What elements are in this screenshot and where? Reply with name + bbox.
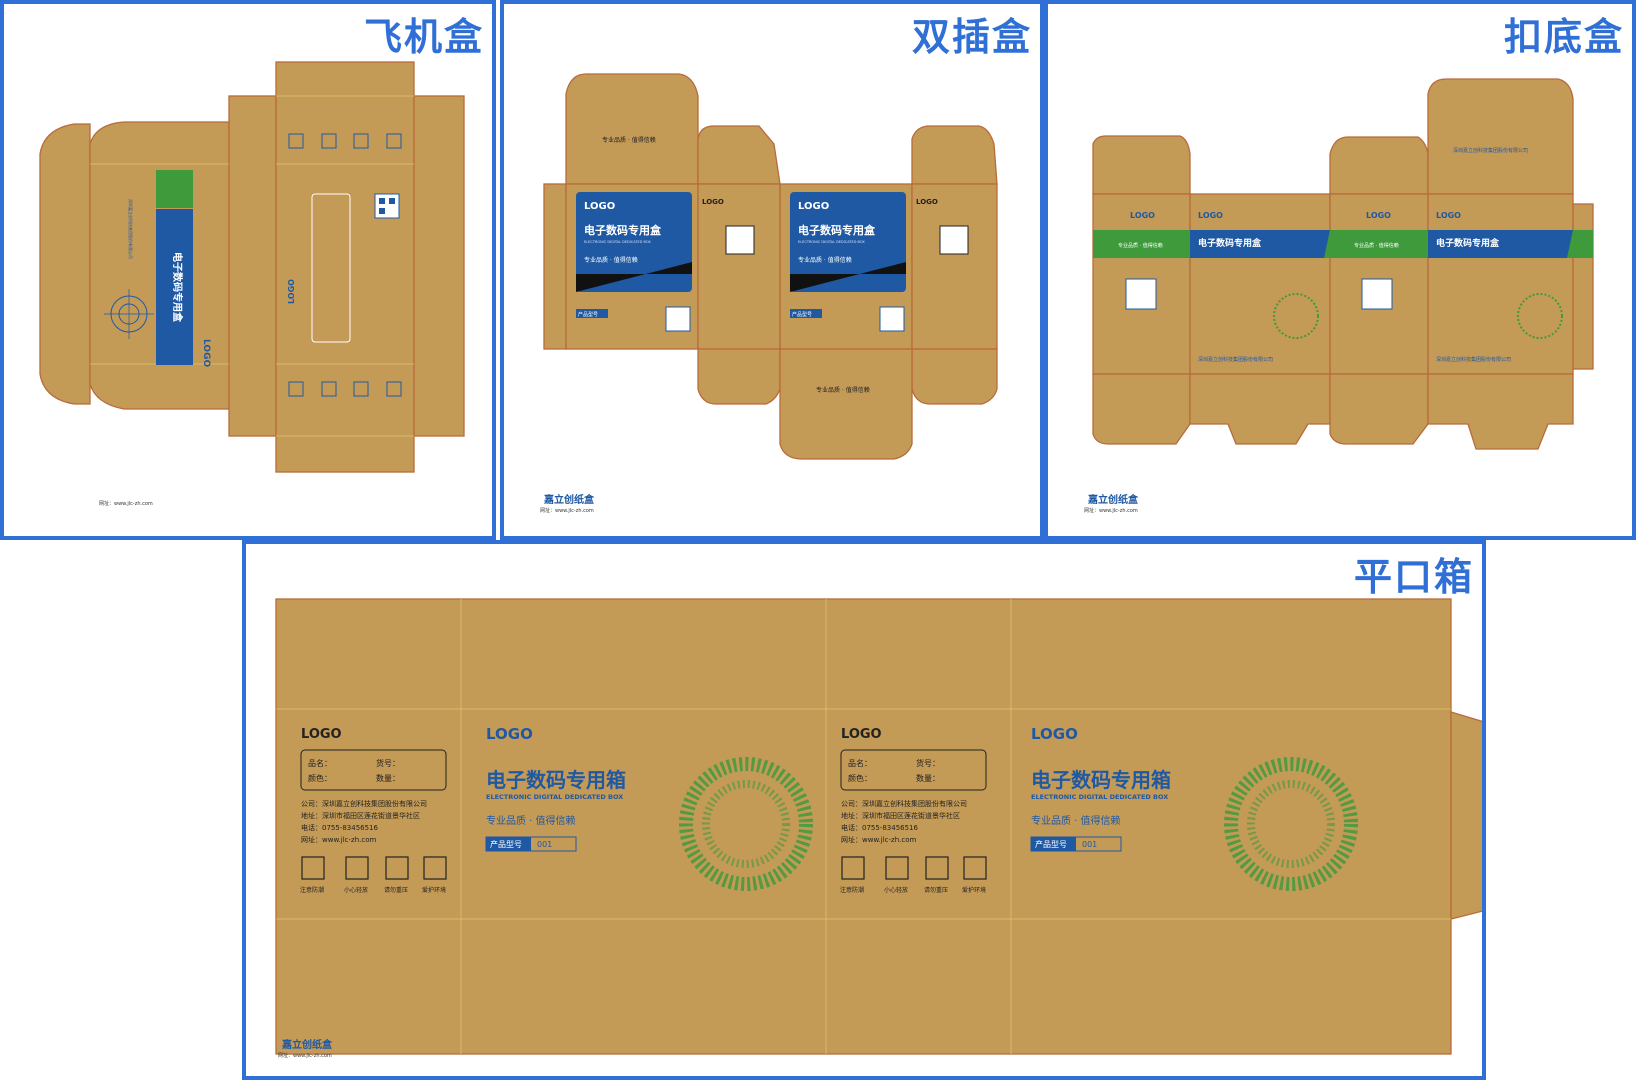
double-insert-box-dieline: LOGO 电子数码专用盒 ELECTRONIC DIGITAL DEDICATE… xyxy=(543,73,998,460)
fb-phone-2: 电话：0755-83456516 xyxy=(841,823,919,832)
fb-sub-1: ELECTRONIC DIGITAL DEDICATED BOX xyxy=(486,793,623,801)
lbb-title-1: 电子数码专用盒 xyxy=(1198,237,1262,249)
fb-field-color-1: 颜色： xyxy=(308,773,332,783)
fb-field-color-2: 颜色： xyxy=(848,773,872,783)
fb-address-1: 地址：深圳市福田区莲花街道景华社区 xyxy=(301,811,420,820)
fb-company-1: 公司：深圳嘉立创科技集团股份有限公司 xyxy=(301,799,427,808)
lbb-logo-4: LOGO xyxy=(1436,211,1461,220)
fb-logo-side-2: LOGO xyxy=(841,727,882,742)
dib-logo-1: LOGO xyxy=(584,201,615,212)
dib-slogan-top: 专业品质 · 值得信赖 xyxy=(602,136,656,144)
airplane-box-title: 电子数码专用盒 xyxy=(171,252,184,323)
fb-logo-side-1: LOGO xyxy=(301,727,342,742)
fb-halftone-2 xyxy=(1224,757,1358,891)
airplane-box-icons-bottom xyxy=(288,381,402,397)
dib-slogan-2: 专业品质 · 值得信赖 xyxy=(798,256,852,264)
fb-model-label-1: 产品型号 xyxy=(490,839,522,849)
panel-airplane-box: 飞机盒 电子数码专用盒 LOGO 深圳嘉立创科技集团股份有限公司 xyxy=(0,0,496,540)
fb-slogan-1: 专业品质 · 值得信赖 xyxy=(486,814,576,827)
fb-field-qty-2: 数量： xyxy=(916,773,940,783)
panel-title-double-insert-box: 双插盒 xyxy=(911,15,1032,59)
airplane-box-icons-top xyxy=(288,133,402,149)
fb-logo-main-2: LOGO xyxy=(1031,725,1078,743)
fb-halftone-1 xyxy=(679,757,813,891)
lbb-title-2: 电子数码专用盒 xyxy=(1436,237,1500,249)
fb-logo-main-1: LOGO xyxy=(486,725,533,743)
fb-address-2: 地址：深圳市福田区莲花街道景华社区 xyxy=(841,811,960,820)
lbb-slogan-1: 专业品质 · 值得信赖 xyxy=(1118,242,1163,249)
flat-box-dieline: LOGO 品名： 颜色： 货号： 数量： 公司：深圳嘉立创科技集团股份有限公司 … xyxy=(275,598,1482,1055)
airplane-box-website: 网址：www.jlc-zh.com xyxy=(99,501,153,507)
fb-icons-1 xyxy=(301,856,447,880)
lbb-company-top: 深圳嘉立创科技集团股份有限公司 xyxy=(1453,147,1528,154)
dib-slogan-bottom: 专业品质 · 值得信赖 xyxy=(816,386,870,394)
dib-title-2: 电子数码专用盒 xyxy=(798,223,876,237)
dib-sub-2: ELECTRONIC DIGITAL DEDICATED BOX xyxy=(798,240,865,244)
panel-lock-bottom-box: 扣底盒 LOGO LOGO LOGO LOGO 电子数码专用盒 电子数码专用盒 … xyxy=(1044,0,1636,540)
dib-logo-side-1: LOGO xyxy=(702,198,724,206)
fb-field-name-1: 品名： xyxy=(308,758,332,768)
fb-sub-2: ELECTRONIC DIGITAL DEDICATED BOX xyxy=(1031,793,1168,801)
fb-field-item-2: 货号： xyxy=(916,758,940,768)
dib-model-2: 产品型号 xyxy=(792,311,812,318)
fb-field-item-1: 货号： xyxy=(376,758,400,768)
lbb-brand: 嘉立创纸盒 xyxy=(1088,495,1138,506)
dib-title-1: 电子数码专用盒 xyxy=(584,223,662,237)
fb-title-1: 电子数码专用箱 xyxy=(486,768,626,792)
fb-website: 网址：www.jlc-zh.com xyxy=(278,1053,332,1059)
fb-brand: 嘉立创纸盒 xyxy=(282,1040,332,1051)
lbb-website: 网址：www.jlc-zh.com xyxy=(1084,508,1138,514)
lbb-logo-1: LOGO xyxy=(1130,211,1155,220)
fb-model-label-2: 产品型号 xyxy=(1035,839,1067,849)
fb-icon-label-2c: 请勿重压 xyxy=(924,886,948,894)
panel-title-flat-box: 平口箱 xyxy=(1353,555,1474,599)
airplane-box-dieline: 电子数码专用盒 LOGO 深圳嘉立创科技集团股份有限公司 LOGO xyxy=(39,61,465,473)
fb-model-value-1: 001 xyxy=(537,840,552,849)
airplane-box-legend: 网址：www.jlc-zh.com xyxy=(99,501,153,508)
dib-model-1: 产品型号 xyxy=(578,311,598,318)
dib-brand: 嘉立创纸盒 xyxy=(544,495,594,506)
dib-slogan-1: 专业品质 · 值得信赖 xyxy=(584,256,638,264)
fb-web-1: 网址：www.jlc-zh.com xyxy=(301,835,376,844)
fb-slogan-2: 专业品质 · 值得信赖 xyxy=(1031,814,1121,827)
fb-icon-label-1b: 小心轻放 xyxy=(344,886,368,894)
airplane-box-logo-2: LOGO xyxy=(287,279,296,304)
lbb-company-2: 深圳嘉立创科技集团股份有限公司 xyxy=(1436,356,1511,363)
lbb-slogan-2: 专业品质 · 值得信赖 xyxy=(1354,242,1399,249)
fb-company-2: 公司：深圳嘉立创科技集团股份有限公司 xyxy=(841,799,967,808)
fb-icon-label-1d: 爱护环境 xyxy=(422,886,446,894)
fb-phone-1: 电话：0755-83456516 xyxy=(301,823,379,832)
fb-icon-label-1c: 请勿重压 xyxy=(384,886,408,894)
panel-double-insert-box: 双插盒 LOGO 电子数码专用盒 ELECTRONIC DIGITAL DEDI… xyxy=(500,0,1044,540)
airplane-box-company: 深圳嘉立创科技集团股份有限公司 xyxy=(128,199,134,259)
lbb-company-1: 深圳嘉立创科技集团股份有限公司 xyxy=(1198,356,1273,363)
fb-field-name-2: 品名： xyxy=(848,758,872,768)
fb-icon-label-2d: 爱护环境 xyxy=(962,886,986,894)
panel-title-airplane-box: 飞机盒 xyxy=(363,15,484,59)
fb-title-2: 电子数码专用箱 xyxy=(1031,768,1171,792)
panel-title-lock-bottom-box: 扣底盒 xyxy=(1503,15,1624,59)
dib-logo-side-2: LOGO xyxy=(916,198,938,206)
dib-logo-2: LOGO xyxy=(798,201,829,212)
fb-field-qty-1: 数量： xyxy=(376,773,400,783)
fb-icon-label-1a: 注意防潮 xyxy=(300,886,324,894)
fb-icons-2 xyxy=(841,856,987,880)
dib-sub-1: ELECTRONIC DIGITAL DEDICATED BOX xyxy=(584,240,651,244)
fb-model-value-2: 001 xyxy=(1082,840,1097,849)
panel-flat-box: 平口箱 LOGO 品名： 颜色： 货号： 数量： 公司：深圳嘉立创科技集团股份有… xyxy=(242,540,1486,1080)
lbb-logo-3: LOGO xyxy=(1366,211,1391,220)
lbb-logo-2: LOGO xyxy=(1198,211,1223,220)
fb-web-2: 网址：www.jlc-zh.com xyxy=(841,835,916,844)
lock-bottom-box-dieline: LOGO LOGO LOGO LOGO 电子数码专用盒 电子数码专用盒 专业品质… xyxy=(1092,78,1594,450)
fb-icon-label-2b: 小心轻放 xyxy=(884,886,908,894)
fb-icon-label-2a: 注意防潮 xyxy=(840,886,864,894)
dib-website: 网址：www.jlc-zh.com xyxy=(540,508,594,514)
airplane-box-logo: LOGO xyxy=(201,339,211,367)
